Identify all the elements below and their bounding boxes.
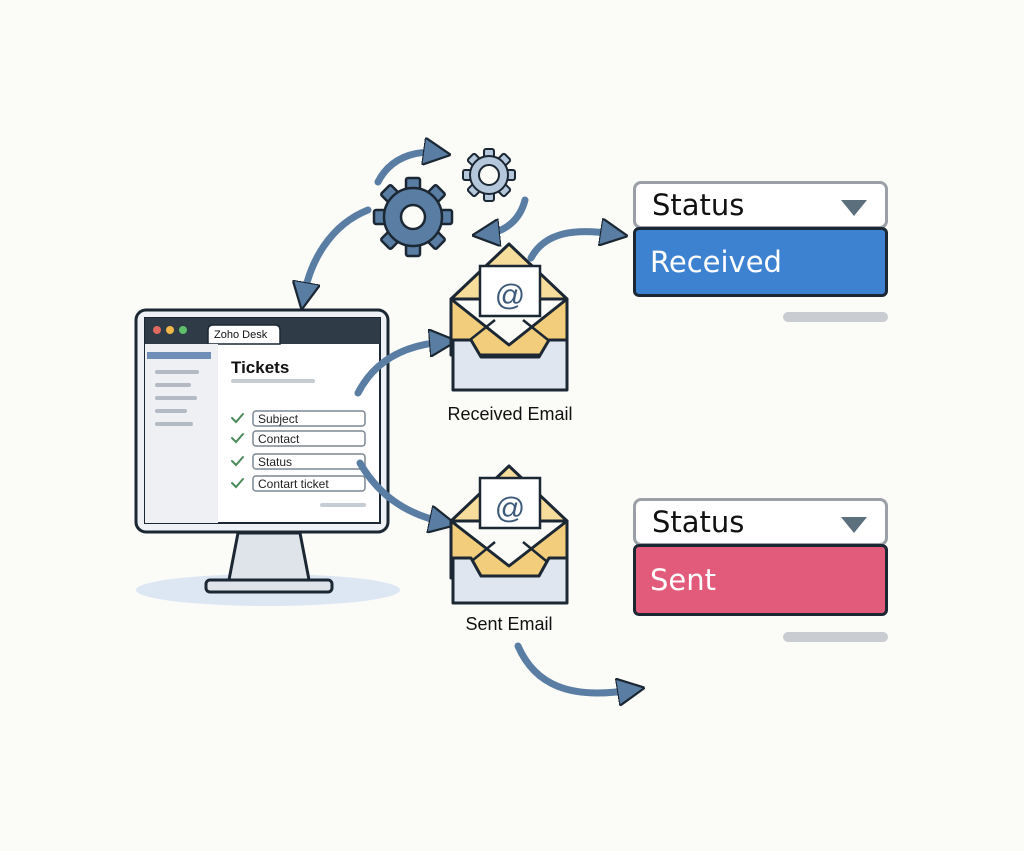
status-dropdown-received[interactable]: Status xyxy=(633,181,888,229)
at-symbol-sent: @ xyxy=(495,492,525,525)
status-label-sent: Status xyxy=(652,505,745,539)
sent-envelope-icon xyxy=(449,464,569,580)
small-gear-icon xyxy=(462,148,516,202)
monitor-icon xyxy=(134,308,390,594)
status-label-received: Status xyxy=(652,188,745,222)
window-title: Zoho Desk xyxy=(214,329,268,341)
status-value-sent-text: Sent xyxy=(650,563,717,597)
window-minimize-dot[interactable] xyxy=(166,326,174,334)
check-icon xyxy=(231,413,244,424)
field-contact-ticket[interactable]: Contart ticket xyxy=(258,477,329,491)
check-icon xyxy=(231,433,244,444)
arrow-to-status-received xyxy=(527,232,614,262)
status-dropdown-sent[interactable]: Status xyxy=(633,498,888,546)
sent-email-label: Sent Email xyxy=(465,614,552,634)
window-close-dot[interactable] xyxy=(153,326,161,334)
sent-inbox-tray-icon xyxy=(451,556,569,605)
status-placeholder-bar-received xyxy=(783,312,888,322)
status-value-received[interactable]: Received xyxy=(633,227,888,297)
arrow-from-sent-email xyxy=(514,642,631,693)
chevron-down-icon[interactable] xyxy=(841,517,867,533)
window-maximize-dot[interactable] xyxy=(179,326,187,334)
tickets-heading: Tickets xyxy=(231,358,289,377)
gear-icon xyxy=(372,176,454,258)
status-value-received-text: Received xyxy=(650,245,782,279)
arrow-to-sent-email xyxy=(356,459,443,522)
chevron-down-icon[interactable] xyxy=(841,200,867,216)
check-icon xyxy=(231,478,244,489)
status-placeholder-bar-sent xyxy=(783,632,888,642)
at-symbol-received: @ xyxy=(495,279,525,312)
check-icon xyxy=(231,456,244,467)
cycle-arrow-top xyxy=(374,152,437,186)
received-inbox-tray-icon xyxy=(451,338,569,392)
field-subject[interactable]: Subject xyxy=(258,412,299,426)
arrow-to-monitor xyxy=(304,206,372,296)
received-email-label: Received Email xyxy=(447,404,572,424)
field-status[interactable]: Status xyxy=(258,455,292,469)
field-contact[interactable]: Contact xyxy=(258,432,300,446)
status-value-sent[interactable]: Sent xyxy=(633,544,888,616)
arrow-to-received-email xyxy=(354,342,443,397)
received-envelope-icon xyxy=(449,242,569,357)
cycle-arrow-right xyxy=(486,196,529,234)
